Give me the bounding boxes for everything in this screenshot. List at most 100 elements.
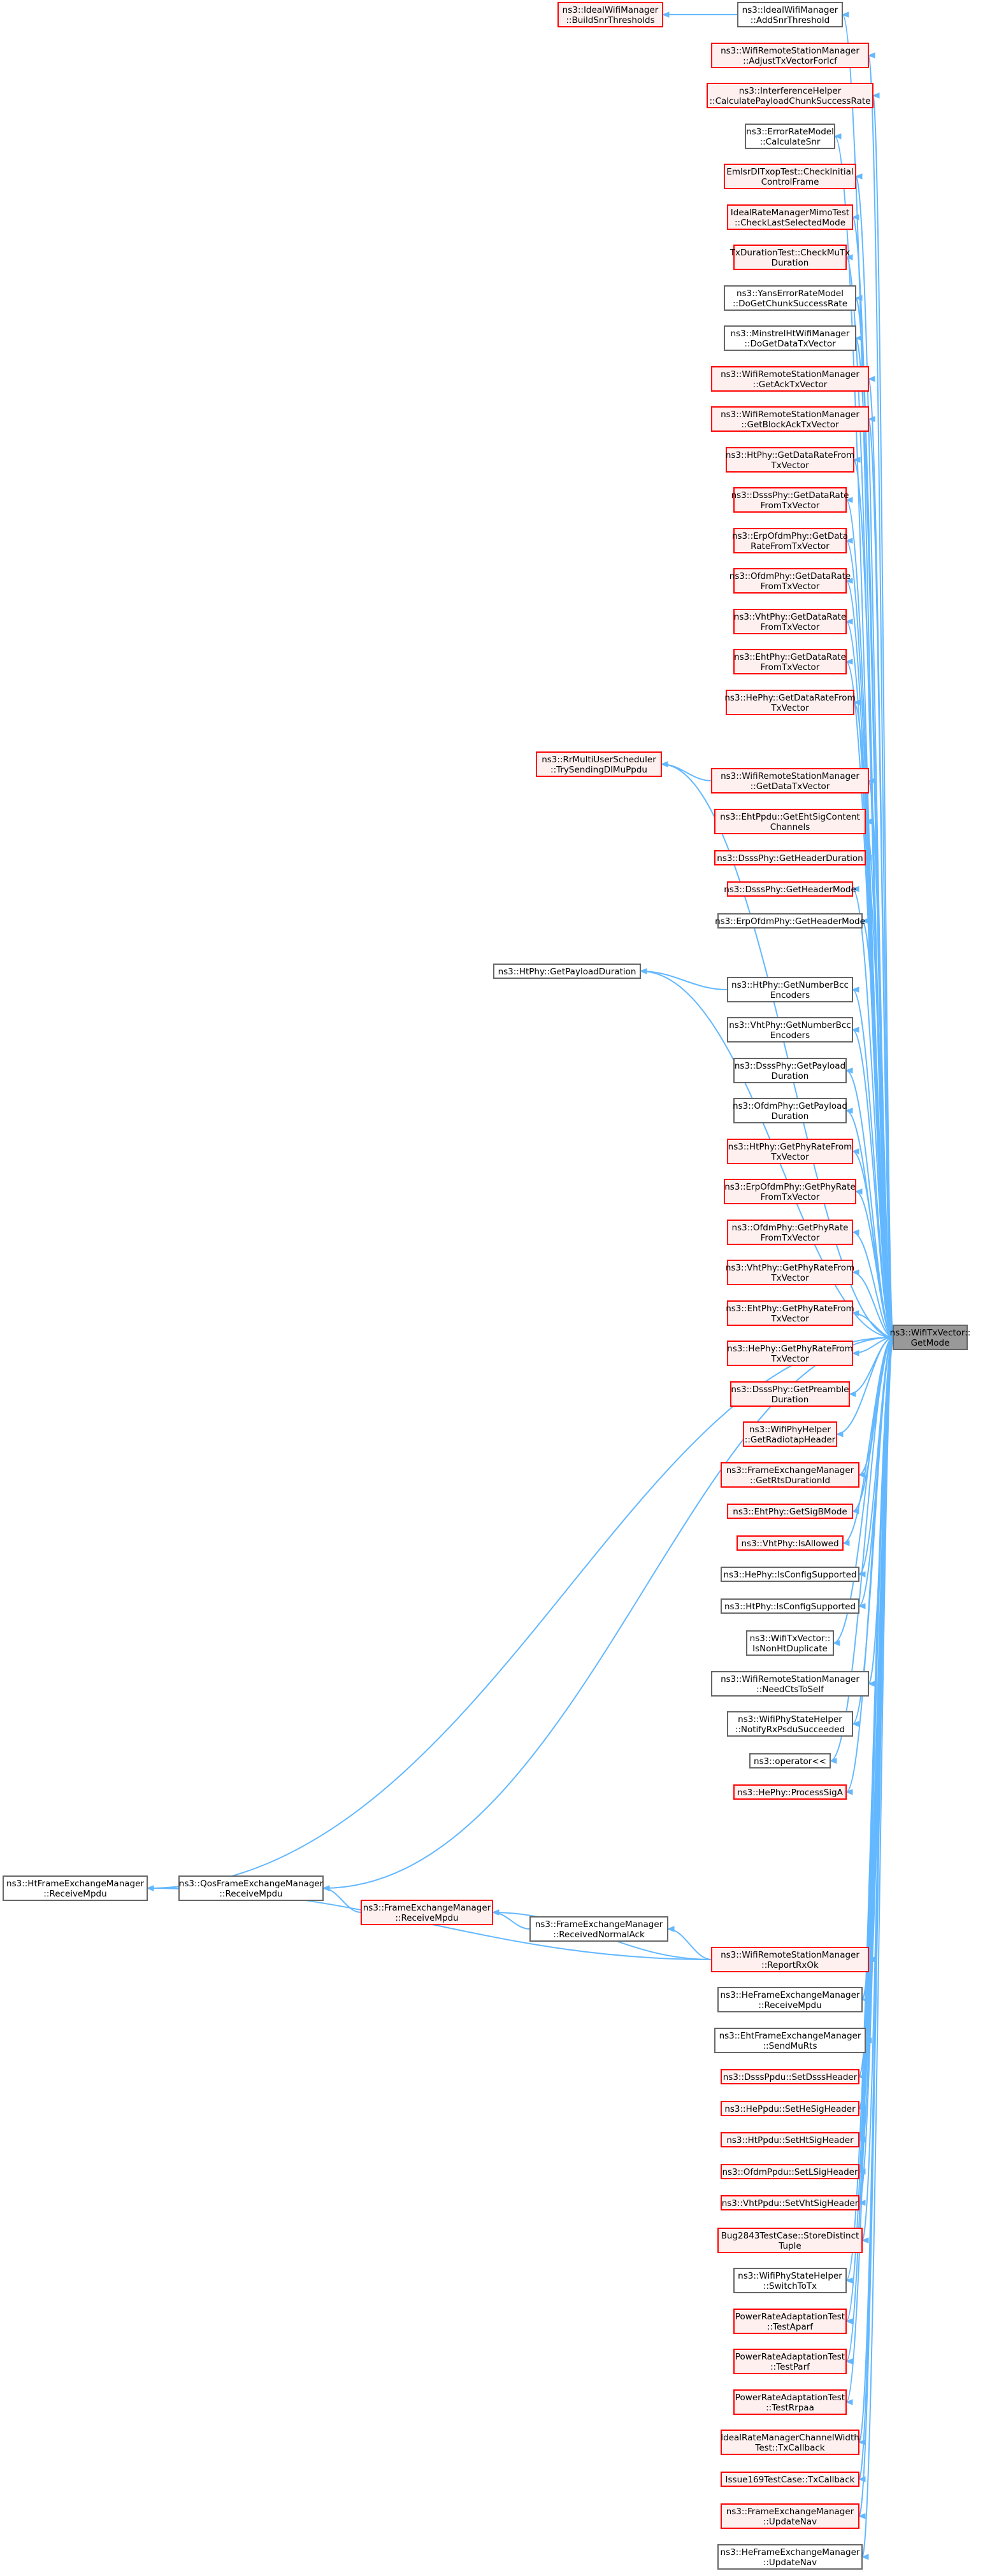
- node-qosfem[interactable]: ns3::QosFrameExchangeManager::ReceiveMpd…: [178, 1875, 324, 1901]
- node-box: [727, 1341, 853, 1366]
- node-label-line: ns3::EhtPhy::GetDataRate: [734, 652, 846, 662]
- node-box: [733, 1784, 847, 1800]
- node-ofdmpayload[interactable]: ns3::OfdmPhy::GetPayloadDuration: [733, 1098, 847, 1123]
- node-box: [733, 1058, 847, 1083]
- node-setvhtsig[interactable]: ns3::VhtPpdu::SetVhtSigHeader: [721, 2195, 859, 2210]
- node-processsiga[interactable]: ns3::HePhy::ProcessSigA: [733, 1784, 847, 1800]
- node-rrmulti[interactable]: ns3::RrMultiUserScheduler::TrySendingDlM…: [536, 751, 662, 777]
- node-sigbmode[interactable]: ns3::EhtPhy::GetSigBMode: [727, 1504, 853, 1519]
- node-femreceive[interactable]: ns3::FrameExchangeManager::ReceiveMpdu: [361, 1900, 493, 1925]
- node-dsssheadermode[interactable]: ns3::DsssPhy::GetHeaderMode: [724, 881, 856, 897]
- node-getblockack[interactable]: ns3::WifiRemoteStationManager::GetBlockA…: [711, 406, 869, 432]
- node-htpayloaddur[interactable]: ns3::HtPhy::GetPayloadDuration: [493, 964, 641, 979]
- edge-getmode-to-rrmulti: [660, 761, 894, 1338]
- node-dsssheaderdur[interactable]: ns3::DsssPhy::GetHeaderDuration: [714, 850, 866, 865]
- node-box: [733, 568, 847, 594]
- node-getacktx[interactable]: ns3::WifiRemoteStationManager::GetAckTxV…: [711, 366, 869, 392]
- edge-getmode-to-ofdmphyrate: [851, 1229, 894, 1338]
- node-erpheadermode[interactable]: ns3::ErpOfdmPhy::GetHeaderMode: [715, 913, 865, 929]
- node-setdsss[interactable]: ns3::DsssPpdu::SetDsssHeader: [721, 2069, 859, 2084]
- edge-getmode-to-erpheadermode: [861, 918, 894, 1338]
- node-notifyrx[interactable]: ns3::WifiPhyStateHelper::NotifyRxPsduSuc…: [727, 1711, 853, 1737]
- node-box: [721, 2195, 859, 2210]
- node-needcts[interactable]: ns3::WifiRemoteStationManager::NeedCtsTo…: [711, 1671, 869, 1697]
- node-box: [721, 2503, 859, 2529]
- node-box: [726, 690, 854, 715]
- node-getrts[interactable]: ns3::FrameExchangeManager::GetRtsDuratio…: [721, 1462, 859, 1488]
- node-sethtsig[interactable]: ns3::HtPpdu::SetHtSigHeader: [721, 2132, 859, 2147]
- node-htconfig[interactable]: ns3::HtPhy::IsConfigSupported: [721, 1598, 859, 1614]
- edge-getmode-to-nonht: [832, 1337, 894, 1646]
- node-radiotap[interactable]: ns3::WifiPhyHelper::GetRadiotapHeader: [743, 1421, 837, 1447]
- node-label-line: ns3::HePhy::GetPhyRateFrom: [727, 1344, 853, 1354]
- node-idealcw[interactable]: IdealRateManagerChannelWidthTest::TxCall…: [721, 2430, 859, 2455]
- node-testaparf[interactable]: PowerRateAdaptationTest::TestAparf: [733, 2309, 847, 2334]
- node-minstrel[interactable]: ns3::MinstrelHtWifiManager::DoGetDataTxV…: [724, 325, 856, 351]
- node-box: [721, 2132, 859, 2147]
- node-box: [727, 1504, 853, 1519]
- node-box: [733, 609, 847, 634]
- node-label-line: ns3::WifiRemoteStationManager: [721, 369, 859, 380]
- node-testparf[interactable]: PowerRateAdaptationTest::TestParf: [733, 2349, 847, 2374]
- node-heconfig[interactable]: ns3::HePhy::IsConfigSupported: [721, 1567, 859, 1582]
- node-checklast[interactable]: IdealRateManagerMimoTest::CheckLastSelec…: [727, 204, 853, 230]
- node-addsnr[interactable]: ns3::IdealWifiManager::AddSnrThreshold: [737, 2, 843, 27]
- node-sethesig[interactable]: ns3::HePpdu::SetHeSigHeader: [721, 2101, 859, 2116]
- node-box: [717, 1987, 863, 2012]
- node-label-line: IsNonHtDuplicate: [752, 1644, 828, 1654]
- node-hefemreceive[interactable]: ns3::HeFrameExchangeManager::ReceiveMpdu: [717, 1987, 863, 2012]
- node-hefemupdatenav[interactable]: ns3::HeFrameExchangeManager::UpdateNav: [717, 2544, 863, 2570]
- node-checkinit[interactable]: EmlsrDlTxopTest::CheckInitialControlFram…: [724, 164, 856, 189]
- node-calcpayload[interactable]: ns3::InterferenceHelper::CalculatePayloa…: [707, 83, 873, 108]
- node-getmode-focus[interactable]: ns3::WifiTxVector::GetMode: [890, 1325, 971, 1350]
- node-testrrpaa[interactable]: PowerRateAdaptationTest::TestRrpaa: [733, 2389, 847, 2415]
- node-box: [724, 285, 856, 311]
- node-calcsnr[interactable]: ns3::ErrorRateModel::CalculateSnr: [745, 124, 835, 149]
- node-buildsnr[interactable]: ns3::IdealWifiManager::BuildSnrThreshold…: [557, 2, 663, 27]
- edge-getmode-to-processsiga: [845, 1337, 894, 1795]
- node-femupdatenav[interactable]: ns3::FrameExchangeManager::UpdateNav: [721, 2503, 859, 2529]
- node-vhtallowed[interactable]: ns3::VhtPhy::IsAllowed: [737, 1535, 844, 1551]
- node-setlsig[interactable]: ns3::OfdmPpdu::SetLSigHeader: [721, 2164, 859, 2179]
- node-label-line: FromTxVector: [761, 1192, 820, 1202]
- node-operator[interactable]: ns3::operator<<: [749, 1753, 831, 1768]
- node-label-line: ns3::DsssPhy::GetDataRate: [731, 490, 849, 501]
- node-label-line: Test::TxCallback: [754, 2443, 824, 2453]
- node-femnormalack[interactable]: ns3::FrameExchangeManager::ReceivedNorma…: [529, 1916, 668, 1942]
- node-dssspayload[interactable]: ns3::DsssPhy::GetPayloadDuration: [733, 1058, 847, 1083]
- node-htfem[interactable]: ns3::HtFrameExchangeManager::ReceiveMpdu: [3, 1875, 148, 1901]
- node-label-line: ns3::IdealWifiManager: [563, 5, 659, 15]
- node-yanschunk[interactable]: ns3::YansErrorRateModel::DoGetChunkSucce…: [724, 285, 856, 311]
- node-reportrx[interactable]: ns3::WifiRemoteStationManager::ReportRxO…: [711, 1947, 869, 1972]
- node-ehtmurts[interactable]: ns3::EhtFrameExchangeManager::SendMuRts: [714, 2028, 866, 2053]
- node-label-line: Encoders: [770, 990, 810, 1000]
- node-adjusttx[interactable]: ns3::WifiRemoteStationManager::AdjustTxV…: [711, 43, 869, 68]
- node-issue169[interactable]: Issue169TestCase::TxCallback: [721, 2472, 859, 2487]
- node-box: [727, 1017, 853, 1042]
- node-label-line: ns3::VhtPhy::GetNumberBcc: [729, 1020, 851, 1030]
- node-label-line: Channels: [770, 822, 810, 832]
- node-label-line: ::ReceiveMpdu: [43, 1889, 106, 1899]
- node-getdatatx[interactable]: ns3::WifiRemoteStationManager::GetDataTx…: [711, 768, 869, 793]
- node-switchtotx[interactable]: ns3::WifiPhyStateHelper::SwitchToTx: [733, 2268, 847, 2293]
- node-nonht[interactable]: ns3::WifiTxVector::IsNonHtDuplicate: [746, 1630, 834, 1656]
